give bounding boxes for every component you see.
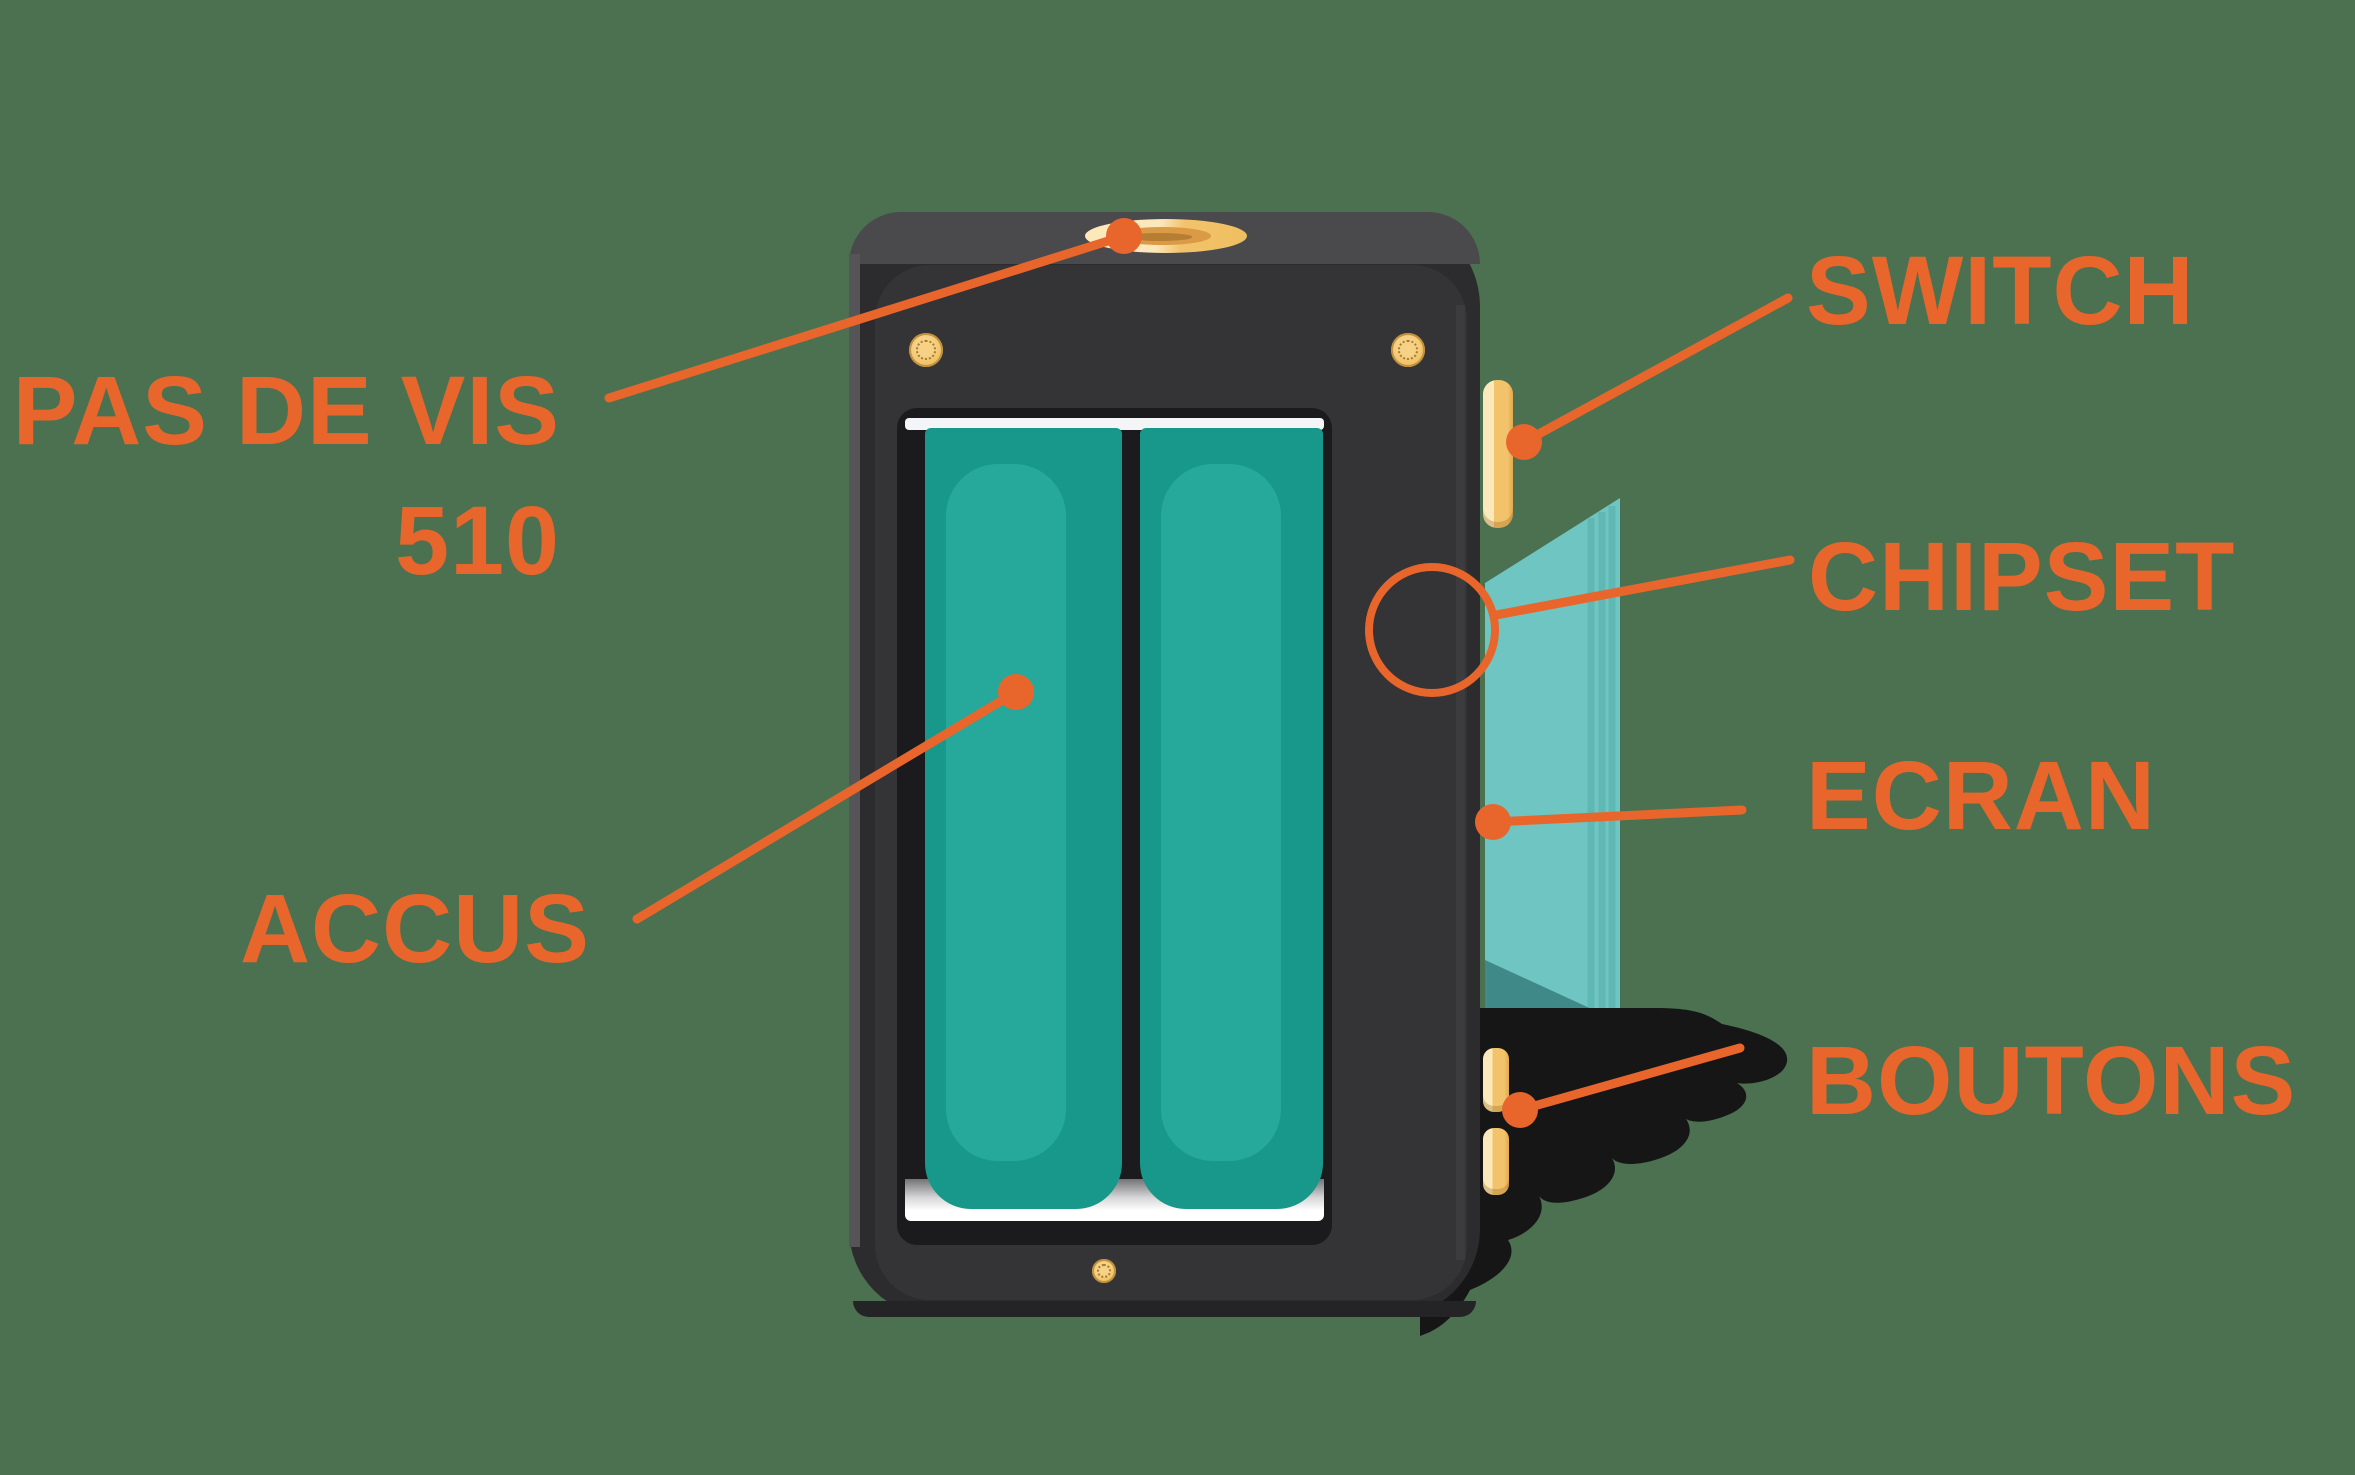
device-cast-shadow xyxy=(1420,1008,1788,1336)
battery-left xyxy=(925,428,1122,1209)
callout-line-chipset xyxy=(1491,555,1795,620)
mod-left-highlight xyxy=(849,254,860,1247)
fire-switch xyxy=(1483,380,1513,528)
callout-dot-510 xyxy=(1106,218,1142,254)
callout-dot-switch xyxy=(1506,424,1542,460)
adjust-button-down xyxy=(1483,1128,1509,1195)
callout-line-ecran xyxy=(1488,805,1747,827)
mod-face-panel xyxy=(875,265,1467,1300)
callout-dot-boutons xyxy=(1502,1092,1538,1128)
screw-bottom-center xyxy=(1092,1259,1116,1283)
label-510-thread-line1: PAS DE VIS xyxy=(12,356,560,465)
mod-bottom-shade xyxy=(853,1301,1476,1317)
label-buttons: BOUTONS xyxy=(1806,1026,2297,1135)
face-edge-highlight xyxy=(1456,305,1465,1260)
callout-line-510 xyxy=(604,231,1129,403)
battery-tray-top xyxy=(905,418,1324,430)
chipset-circle xyxy=(1365,563,1499,697)
callout-line-accus xyxy=(632,687,1021,924)
battery-right xyxy=(1140,428,1323,1209)
label-510-thread-line2: 510 xyxy=(395,486,560,595)
label-chipset: CHIPSET xyxy=(1808,522,2236,631)
label-batteries: ACCUS xyxy=(240,874,590,983)
screw-top-left xyxy=(909,333,943,367)
battery-compartment xyxy=(897,408,1332,1245)
510-connector-pin xyxy=(1127,233,1192,241)
screw-top-right xyxy=(1391,333,1425,367)
screen-panel xyxy=(1485,498,1620,1120)
label-switch: SWITCH xyxy=(1806,236,2195,345)
callout-dot-accus xyxy=(998,674,1034,710)
callout-dot-ecran xyxy=(1475,804,1511,840)
callout-line-boutons xyxy=(1515,1043,1745,1115)
label-510-thread: PAS DE VIS 510 xyxy=(0,346,560,606)
label-screen: ECRAN xyxy=(1806,741,2156,850)
callout-line-switch xyxy=(1519,293,1793,447)
